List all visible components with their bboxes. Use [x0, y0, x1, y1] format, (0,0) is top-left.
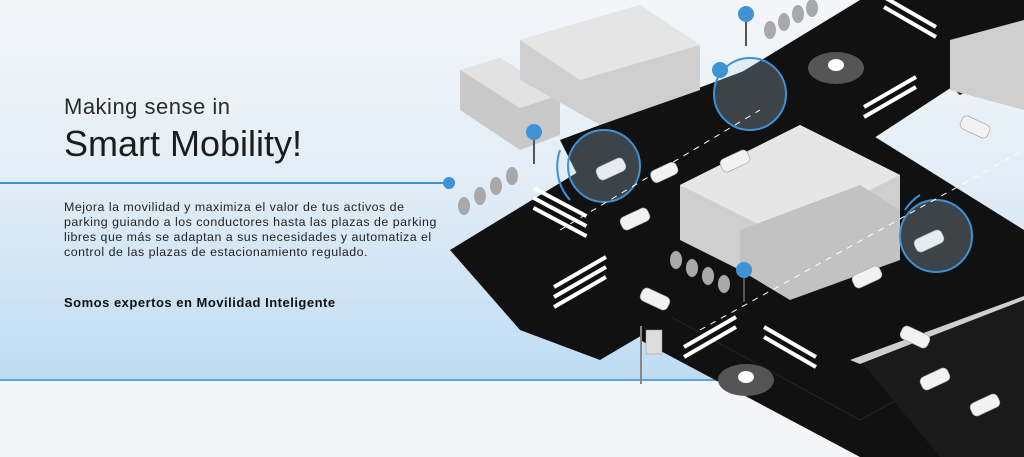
hero-eyebrow: Making sense in — [64, 94, 231, 119]
accent-dot — [443, 177, 455, 189]
parked-car-icon — [595, 115, 1001, 417]
wifi-sensor-icon — [526, 6, 754, 302]
hero-headline: Smart Mobility! — [64, 123, 303, 164]
hero-tagline: Somos expertos en Movilidad Inteligente — [64, 295, 336, 310]
roundabout-icon — [718, 52, 864, 396]
sensor-ring-icon — [556, 57, 973, 273]
tree-icon — [458, 0, 818, 293]
lane-markings — [559, 109, 1024, 331]
signpost — [640, 326, 663, 384]
accent-line — [0, 182, 446, 184]
hero-text: Making sense in Smart Mobility! — [64, 92, 454, 166]
smart-city-illustration — [450, 0, 1024, 457]
crosswalk — [532, 0, 937, 369]
hero-description: Mejora la movilidad y maximiza el valor … — [64, 200, 437, 259]
section-divider — [0, 379, 1024, 381]
